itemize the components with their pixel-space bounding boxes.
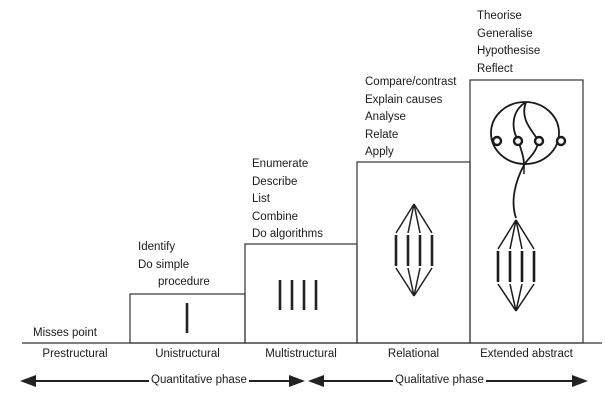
verb: Hypothesise — [477, 45, 541, 57]
verb: Do simple — [138, 258, 190, 271]
extended-abstract-box — [469, 79, 584, 344]
level-extended-abstract: Extended abstract — [480, 348, 573, 360]
verb: Analyse — [365, 111, 406, 123]
verb: Do algorithms — [252, 228, 323, 240]
verb: Enumerate — [252, 158, 309, 170]
verb: Combine — [252, 210, 299, 223]
relational-verbs: Compare/contrast Explain causes Analyse … — [365, 74, 456, 162]
verb: Explain causes — [365, 93, 443, 106]
level-multistructural: Multistructural — [265, 348, 337, 360]
multistructural-verbs: Enumerate Describe List Combine Do algor… — [252, 156, 323, 244]
verb: Misses point — [33, 327, 97, 339]
level-unistructural: Unistructural — [155, 348, 220, 360]
relational-box — [356, 161, 471, 344]
verb: Identify — [138, 241, 176, 253]
verb: procedure — [158, 276, 210, 288]
connected-bars-icon — [394, 203, 434, 297]
extended-network-icon — [490, 101, 567, 312]
prestructural-verbs: Misses point — [33, 325, 97, 343]
verb: Apply — [365, 146, 394, 158]
unistructural-verbs: Identify Do simple procedure — [138, 239, 210, 292]
extended-abstract-verbs: Theorise Generalise Hypothesise Reflect — [477, 8, 540, 78]
qualitative-phase-label: Qualitative phase — [393, 374, 486, 386]
verb: Theorise — [477, 10, 522, 22]
multistructural-box — [244, 243, 358, 344]
verb: Compare/contrast — [365, 76, 457, 88]
level-relational: Relational — [387, 348, 440, 360]
verb: Relate — [365, 128, 399, 141]
verb: Reflect — [477, 62, 513, 75]
verb: Describe — [252, 175, 298, 188]
quantitative-phase-label: Quantitative phase — [149, 374, 249, 386]
level-prestructural: Prestructural — [42, 348, 108, 360]
verb: Generalise — [477, 27, 533, 40]
four-bars-icon — [278, 280, 318, 310]
verb: List — [252, 193, 270, 205]
